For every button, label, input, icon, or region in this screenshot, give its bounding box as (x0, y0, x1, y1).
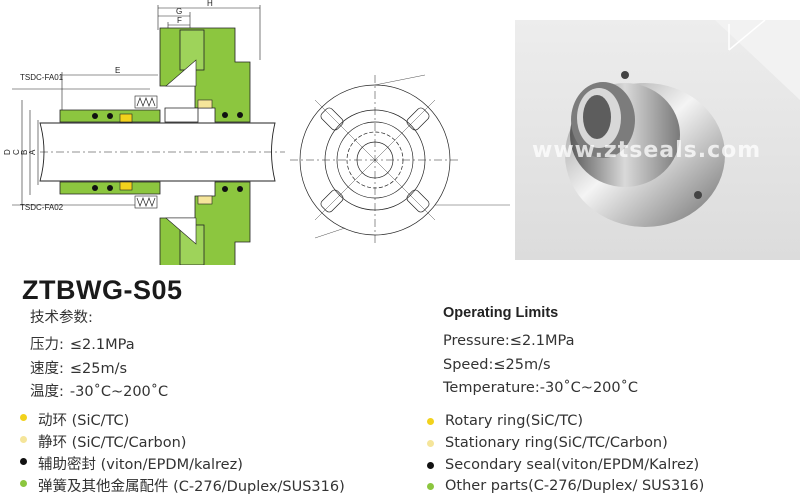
en-specs-heading: Operating Limits (443, 305, 559, 321)
cn-spec-pressure: 压力: ≤2.1MPa (30, 333, 135, 354)
cn-material-text: 辅助密封 (viton/EPDM/kalrez) (38, 457, 243, 473)
cn-specs-heading: 技术参数: (30, 310, 93, 326)
springs-and-orings (92, 59, 243, 245)
en-material-text: Rotary ring(SiC/TC) (445, 413, 584, 429)
en-spec-speed: Speed:≤25m/s (443, 357, 551, 373)
bullet-icon (427, 483, 434, 490)
product-model-title: ZTBWG-S05 (22, 275, 183, 305)
cn-material-text: 静环 (SiC/TC/Carbon) (38, 435, 187, 451)
bullet-icon (427, 462, 434, 469)
en-material-text: Stationary ring(SiC/TC/Carbon) (445, 435, 668, 451)
dim-label-e: E (115, 66, 120, 75)
shaft (39, 122, 285, 182)
cn-spec-value: ≤2.1MPa (69, 337, 135, 353)
cn-spec-speed: 速度: ≤25m/s (30, 357, 127, 378)
cn-material-text: 动环 (SiC/TC) (38, 413, 130, 429)
dim-label-b: B (20, 150, 29, 155)
bullet-icon (20, 414, 27, 421)
en-material-text: Secondary seal(viton/EPDM/Kalrez) (445, 457, 700, 473)
bullet-icon (427, 440, 434, 447)
dim-label-f: F (177, 16, 182, 25)
series-label-bottom: TSDC-FA02 (20, 203, 64, 212)
gland-bottom (59, 181, 251, 265)
bullet-icon (20, 480, 27, 487)
bullet-icon (20, 458, 27, 465)
seal-front-view-drawing (290, 74, 510, 245)
cn-spec-label: 温度: (30, 384, 64, 400)
cn-material-text: 弹簧及其他金属配件 (C-276/Duplex/SUS316) (38, 479, 345, 495)
product-photo (515, 20, 800, 260)
cn-spec-label: 速度: (30, 361, 64, 377)
en-spec-temperature: Temperature:-30˚C~200˚C (443, 380, 638, 396)
cn-spec-label: 压力: (30, 337, 64, 353)
cn-spec-value: -30˚C~200˚C (69, 384, 169, 400)
dim-label-a: A (28, 149, 37, 155)
dim-label-g: G (176, 7, 182, 16)
bullet-icon (427, 418, 434, 425)
dim-label-d: D (3, 149, 12, 155)
cn-spec-value: ≤25m/s (69, 361, 128, 377)
dim-label-c: C (12, 149, 21, 155)
seal-cross-section-drawing: H G F E TSDC-FA01 TSDC-FA02 D C B A (3, 0, 285, 265)
series-label-top: TSDC-FA01 (20, 73, 64, 82)
en-material-text: Other parts(C-276/Duplex/ SUS316) (445, 478, 705, 494)
seal-photo-illustration (565, 20, 800, 227)
en-spec-pressure: Pressure:≤2.1MPa (443, 333, 575, 349)
cn-spec-temperature: 温度: -30˚C~200˚C (30, 380, 168, 401)
bullet-icon (20, 436, 27, 443)
dim-label-h: H (207, 0, 213, 8)
watermark: www.ztseals.com (532, 138, 762, 163)
